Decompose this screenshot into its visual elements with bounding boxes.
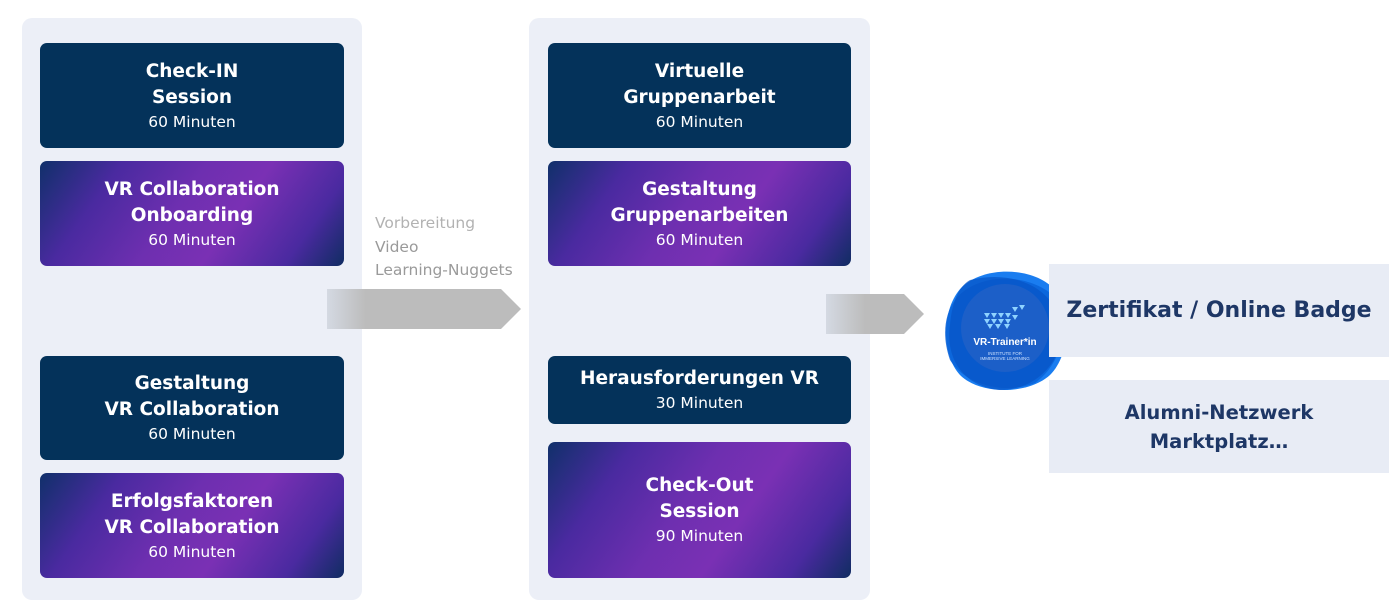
badge-name: VR-Trainer*in (973, 337, 1036, 348)
module-title: Check-Out (645, 475, 754, 496)
module-title: Herausforderungen VR (580, 368, 819, 389)
module-duration: 60 Minuten (655, 112, 744, 131)
module-title: Virtuelle (654, 60, 745, 82)
module-herausforderungen-vr: Herausforderungen VR 30 Minuten (548, 356, 851, 424)
vr-trainer-badge-logo: VR-Trainer*in INSTITUTE FOR IMMERSIVE LE… (945, 271, 1067, 390)
module-title: Check-IN (145, 60, 239, 82)
phase-2-column: Virtuelle Gruppenarbeit 60 Minuten Gesta… (529, 18, 870, 600)
module-title: Gestaltung (642, 178, 757, 200)
module-gestaltung-vr-collaboration: Gestaltung VR Collaboration 60 Minuten (40, 356, 344, 460)
module-duration: 60 Minuten (148, 542, 236, 561)
alumni-network-label: Alumni-Netzwerk (1124, 400, 1314, 424)
module-duration: 60 Minuten (148, 230, 236, 249)
module-title: Onboarding (130, 204, 254, 226)
module-title: VR Collaboration (104, 399, 280, 420)
certificate-box: Zertifikat / Online Badge (1049, 264, 1389, 357)
phase-1-column: Check-IN Session 60 Minuten VR Collabora… (22, 18, 362, 600)
flow-arrow-2 (826, 294, 924, 334)
certificate-label: Zertifikat / Online Badge (1066, 298, 1372, 323)
preparation-nuggets: Learning-Nuggets (375, 261, 513, 279)
module-duration: 30 Minuten (655, 394, 744, 412)
module-duration: 60 Minuten (148, 425, 236, 443)
preparation-note: Vorbereitung Video Learning-Nuggets (375, 212, 513, 283)
module-title: VR Collaboration (104, 516, 280, 538)
module-gestaltung-gruppenarbeiten: Gestaltung Gruppenarbeiten 60 Minuten (548, 161, 851, 266)
module-title: Gruppenarbeiten (610, 204, 789, 226)
module-title: VR Collaboration (104, 178, 280, 200)
module-title: Gestaltung (134, 373, 250, 394)
badge-org-line1: INSTITUTE FOR (988, 351, 1023, 356)
module-duration: 60 Minuten (148, 112, 236, 131)
module-virtuelle-gruppenarbeit: Virtuelle Gruppenarbeit 60 Minuten (548, 43, 851, 148)
preparation-video: Video (375, 237, 419, 256)
module-vr-collaboration-onboarding: VR Collaboration Onboarding 60 Minuten (40, 161, 344, 266)
badge-org-line2: IMMERSIVE LEARNING (980, 356, 1030, 361)
module-title: Session (659, 501, 740, 522)
module-title: Gruppenarbeit (623, 86, 776, 108)
module-title: Session (151, 86, 233, 108)
module-title: Erfolgsfaktoren (110, 490, 274, 512)
preparation-label: Vorbereitung (375, 214, 476, 232)
alumni-box: Alumni-Netzwerk Marktplatz… (1049, 380, 1389, 473)
flow-arrow-1 (327, 289, 521, 329)
module-check-in-session: Check-IN Session 60 Minuten (40, 43, 344, 148)
module-erfolgsfaktoren-vr-collaboration: Erfolgsfaktoren VR Collaboration 60 Minu… (40, 473, 344, 578)
module-duration: 60 Minuten (655, 230, 744, 249)
marketplace-label: Marktplatz… (1149, 429, 1289, 453)
module-check-out-session: Check-Out Session 90 Minuten (548, 442, 851, 578)
module-duration: 90 Minuten (655, 527, 744, 545)
